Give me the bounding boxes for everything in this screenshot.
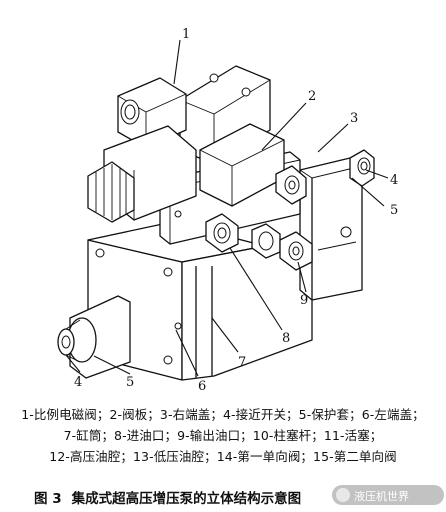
leader-lines (65, 39, 389, 377)
legend-line-1: 1-比例电磁阀；2-阀板；3-右端盖；4-接近开关；5-保护套；6-左端盖； (21, 407, 425, 422)
inlet-port-fitting (205, 213, 239, 253)
figure-title: 集成式超高压增压泵的立体结构示意图 (71, 491, 302, 507)
wechat-icon (336, 488, 350, 502)
callout-8: 8 (282, 331, 290, 346)
legend-line-2: 7-缸筒；8-进油口；9-输出油口；10-柱塞杆；11-活塞； (63, 428, 383, 443)
figure-number: 图 3 (34, 491, 62, 507)
legend-line-3: 12-高压油腔；13-低压油腔；14-第一单向阀；15-第二单向阀 (49, 449, 397, 464)
callout-3: 3 (350, 111, 358, 126)
component-legend: 1-比例电磁阀；2-阀板；3-右端盖；4-接近开关；5-保护套；6-左端盖； 7… (0, 404, 446, 467)
watermark-badge: 液压机世界 (332, 485, 444, 505)
watermark-text: 液压机世界 (354, 490, 409, 503)
callout-2: 2 (308, 89, 316, 104)
callout-1: 1 (182, 27, 190, 42)
callout-4-left: 4 (74, 375, 82, 390)
output-port-fitting-2 (279, 231, 313, 271)
callout-9: 9 (300, 293, 308, 308)
right-proximity-switch (349, 149, 375, 187)
pump-3d-diagram: 1 2 3 4 5 9 8 7 6 5 4 (57, 27, 398, 394)
valve-plate-fitting (275, 165, 307, 205)
proportional-solenoid-valve (87, 65, 285, 223)
callout-5-left: 5 (126, 375, 134, 390)
callout-6: 6 (198, 379, 206, 394)
callout-4-right: 4 (390, 173, 398, 188)
left-protective-sleeve (67, 295, 131, 379)
figure-caption: 图 3 集成式超高压增压泵的立体结构示意图 液压机世界 (0, 483, 446, 507)
callout-7: 7 (238, 355, 246, 370)
callout-5-right: 5 (390, 203, 398, 218)
